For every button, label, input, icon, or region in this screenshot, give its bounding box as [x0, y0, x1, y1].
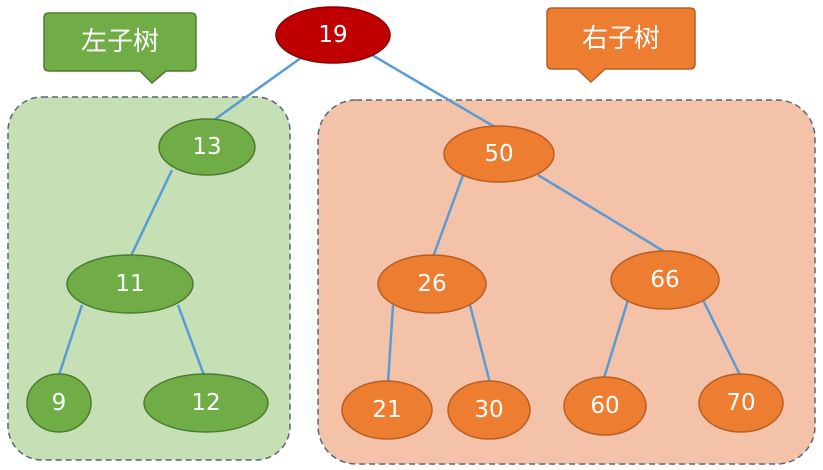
- edge-50-66: [537, 173, 666, 254]
- edge-26-30: [468, 304, 492, 384]
- tree-node-70: 70: [698, 373, 784, 433]
- node-label: 19: [318, 22, 347, 48]
- tree-node-12: 12: [143, 373, 269, 433]
- tree-node-30: 30: [447, 380, 531, 440]
- node-label: 60: [590, 393, 619, 419]
- edge-66-60: [602, 299, 630, 379]
- node-label: 30: [474, 397, 503, 423]
- edge-11-12: [176, 304, 207, 379]
- node-label: 21: [372, 397, 401, 423]
- left-subtree-callout: 左子树: [43, 12, 197, 85]
- edge-50-26: [431, 174, 465, 258]
- tree-node-66: 66: [610, 250, 720, 310]
- node-label: 70: [726, 390, 755, 416]
- edge-19-50: [371, 53, 501, 132]
- tree-node-26: 26: [377, 254, 487, 314]
- edge-11-9: [56, 304, 84, 379]
- node-label: 13: [192, 134, 221, 160]
- tree-node-50: 50: [443, 125, 555, 183]
- tree-edges: [56, 53, 742, 384]
- tree-node-60: 60: [563, 376, 647, 436]
- right-subtree-callout: 右子树: [546, 7, 696, 84]
- edge-26-21: [386, 304, 395, 384]
- node-label: 66: [650, 267, 679, 293]
- tree-node-13: 13: [158, 118, 256, 176]
- tree-node-11: 11: [66, 254, 194, 314]
- left-subtree-callout-label: 左子树: [81, 27, 159, 57]
- tree-node-21: 21: [341, 380, 433, 440]
- node-label: 26: [417, 271, 446, 297]
- right-subtree-callout-label: 右子树: [582, 24, 660, 54]
- node-label: 9: [52, 390, 67, 416]
- tree-node-9: 9: [26, 373, 92, 433]
- edge-13-11: [128, 169, 174, 259]
- tree-node-19: 19: [275, 6, 391, 64]
- right-subtree-region: [317, 99, 816, 465]
- edge-19-13: [206, 53, 306, 127]
- node-label: 11: [115, 271, 144, 297]
- edge-66-70: [701, 299, 742, 376]
- node-label: 12: [191, 390, 220, 416]
- node-label: 50: [484, 141, 513, 167]
